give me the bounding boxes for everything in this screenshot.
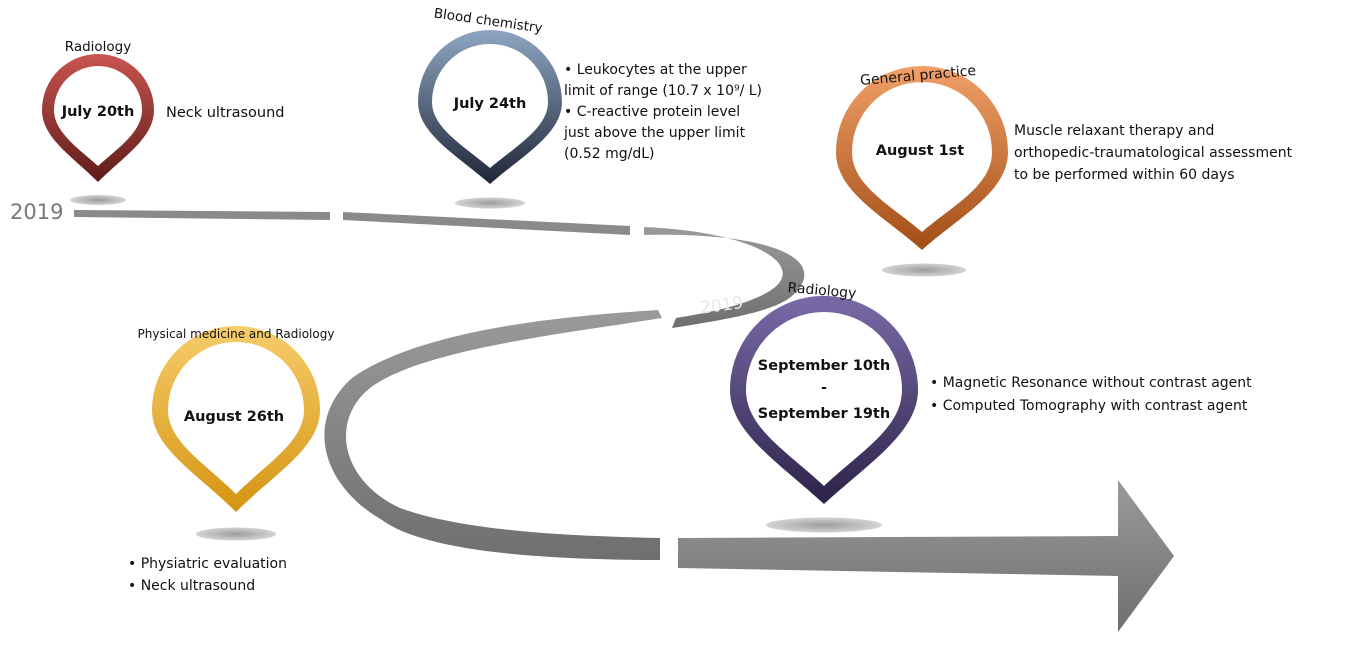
pin-shadow <box>766 517 882 533</box>
event-note-sep10: • Magnetic Resonance without contrast ag… <box>930 372 1252 418</box>
road-segment-1 <box>74 210 330 220</box>
event-pin-july20: July 20th Radiology <box>42 39 154 205</box>
event-pin-sep10: September 10th - September 19th Radiolog… <box>730 280 919 533</box>
department-label: Physical medicine and Radiology <box>138 327 335 341</box>
note-line: just above the upper limit <box>564 125 746 141</box>
pin-shadow <box>196 527 276 541</box>
pin-shadow <box>882 263 966 277</box>
event-pin-aug1: August 1st General practice <box>836 63 1008 277</box>
event-pin-aug26: August 26th Physical medicine and Radiol… <box>138 326 335 541</box>
department-label: Radiology <box>787 280 857 302</box>
note-line: • Magnetic Resonance without contrast ag… <box>930 375 1252 391</box>
pin-inner <box>168 342 304 494</box>
event-note-july20: Neck ultrasound <box>166 103 285 123</box>
event-note-aug1: Muscle relaxant therapy and orthopedic-t… <box>1014 120 1292 186</box>
pin-inner <box>852 82 992 232</box>
note-line: to be performed within 60 days <box>1014 167 1235 183</box>
note-line: Neck ultrasound <box>166 105 285 121</box>
note-line: limit of range (10.7 x 10⁹/ L) <box>564 83 763 99</box>
pin-date: July 20th <box>61 104 135 120</box>
pin-inner <box>432 43 548 169</box>
pin-inner <box>746 312 902 486</box>
pin-date: September 10th <box>758 358 890 374</box>
pin-date: July 24th <box>453 96 527 112</box>
pin-date-separator: - <box>821 380 827 396</box>
event-pin-july24: July 24th Blood chemistry <box>418 5 562 209</box>
pin-date: August 1st <box>876 143 965 159</box>
department-label: Radiology <box>65 39 132 55</box>
pin-shadow <box>70 195 126 205</box>
note-line: (0.52 mg/dL) <box>564 146 655 162</box>
pin-date-end: September 19th <box>758 406 890 422</box>
note-line: Muscle relaxant therapy and <box>1014 123 1215 139</box>
note-line: • Neck ultrasound <box>128 578 256 594</box>
note-line: orthopedic-traumatological assessment <box>1014 145 1293 161</box>
note-line: • Physiatric evaluation <box>128 556 287 572</box>
pin-inner <box>54 66 142 166</box>
year-label-start: 2019 <box>10 200 63 224</box>
note-line: • Leukocytes at the upper <box>564 62 747 78</box>
event-note-aug26: • Physiatric evaluation • Neck ultrasoun… <box>128 553 287 597</box>
event-note-july24: • Leukocytes at the upper limit of range… <box>564 60 762 165</box>
pin-date: August 26th <box>184 409 284 425</box>
road-segment-5 <box>678 480 1174 632</box>
note-line: • C-reactive protein level <box>564 104 741 120</box>
road-segment-2 <box>343 212 630 235</box>
road-segment-4 <box>324 310 662 560</box>
timeline-road: 2019 2019 <box>10 200 1174 632</box>
road-segment-3 <box>644 227 805 328</box>
pin-shadow <box>455 197 525 209</box>
note-line: • Computed Tomography with contrast agen… <box>930 398 1248 414</box>
